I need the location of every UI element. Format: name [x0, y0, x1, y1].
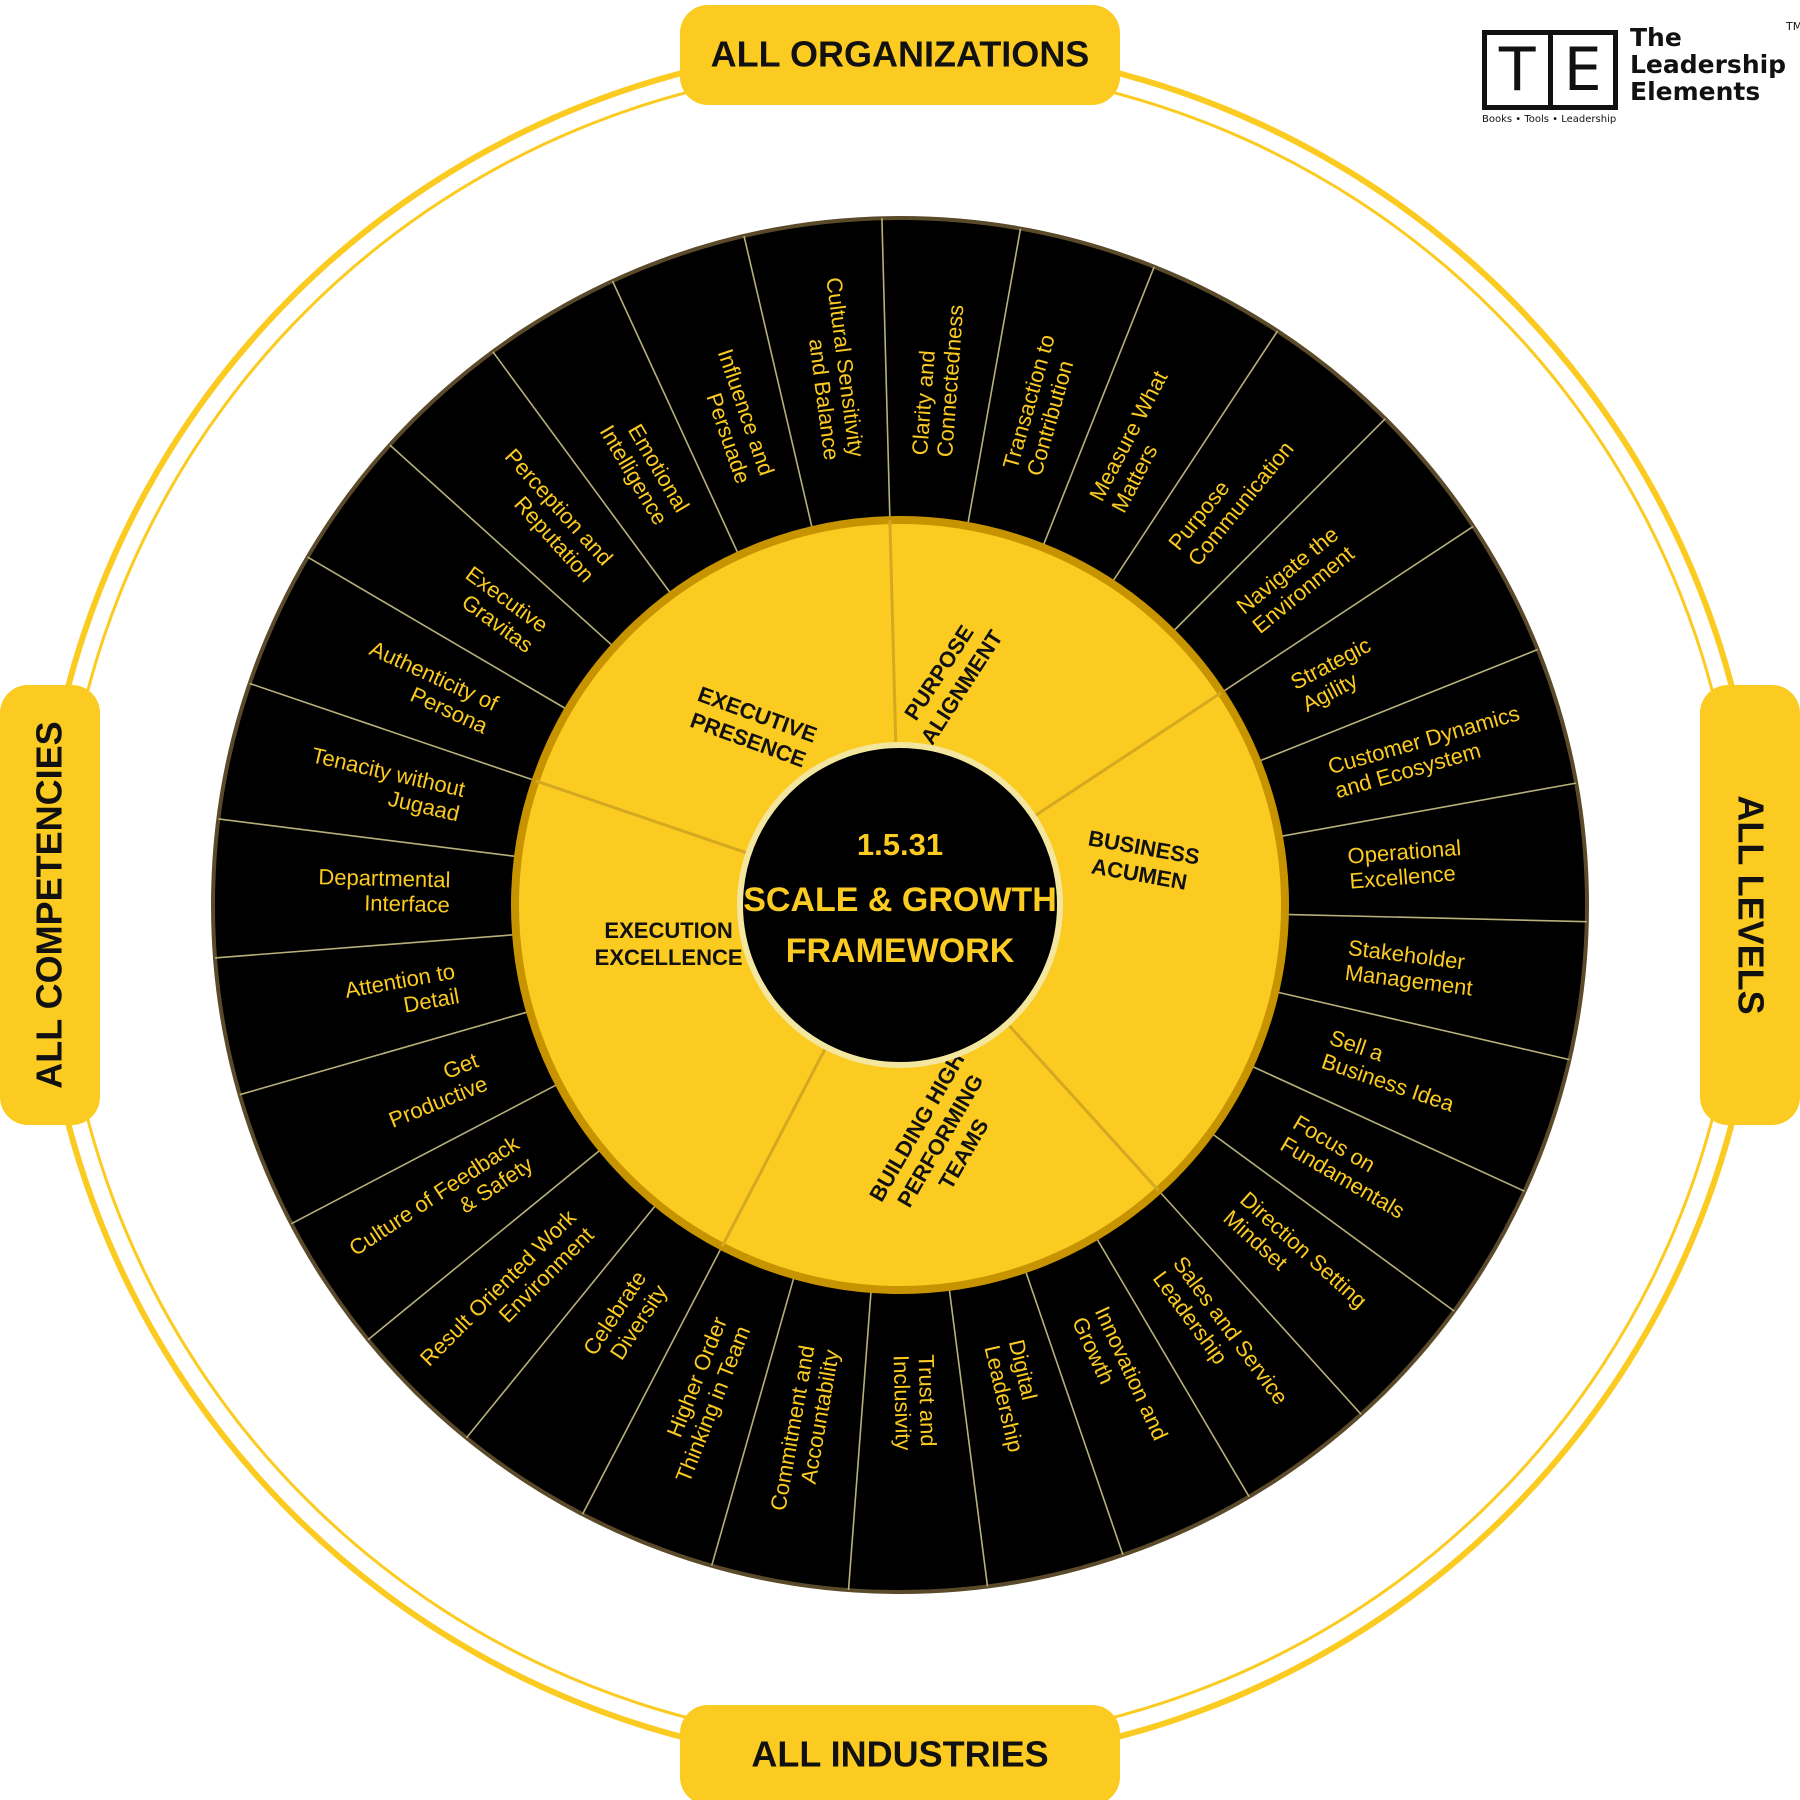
- competency-divider: [710, 1275, 796, 1566]
- category-divider: [1032, 691, 1223, 819]
- competency-divider: [1157, 1189, 1362, 1415]
- competency-divider: [307, 556, 569, 711]
- competency-divider: [1171, 418, 1386, 634]
- svg-text:Inclusivity: Inclusivity: [889, 1355, 917, 1451]
- competency-divider: [1257, 648, 1538, 763]
- brand-name-line: Elements: [1630, 77, 1761, 106]
- scope-badge-right: ALL LEVELS: [1700, 685, 1800, 1125]
- brand-tagline: Books • Tools • Leadership: [1482, 114, 1617, 125]
- category-divider: [720, 1046, 828, 1248]
- competency-divider: [239, 1010, 531, 1096]
- brand-letter-e: E: [1563, 35, 1602, 105]
- brand-logo-mark: T E: [1482, 30, 1618, 110]
- brand-name-line: The: [1630, 23, 1682, 52]
- svg-text:ALL INDUSTRIES: ALL INDUSTRIES: [751, 1734, 1048, 1775]
- svg-text:Interface: Interface: [364, 890, 450, 917]
- competency-divider: [611, 280, 740, 556]
- competency-divider: [581, 1246, 723, 1515]
- competency-divider: [1278, 782, 1577, 838]
- competency-divider: [291, 1082, 560, 1225]
- competency-divider: [1041, 266, 1155, 548]
- svg-text:EXCELLENCE: EXCELLENCE: [595, 945, 743, 970]
- competency-divider: [465, 1203, 658, 1439]
- competency-divider: [847, 1288, 872, 1591]
- competency-divider: [1094, 1236, 1250, 1498]
- competency-divider: [881, 218, 891, 521]
- category-divider: [1006, 1022, 1160, 1192]
- competency-divider: [1274, 990, 1570, 1061]
- svg-text:Trust and: Trust and: [914, 1354, 941, 1447]
- framework-title-line: FRAMEWORK: [786, 932, 1015, 970]
- competency-divider: [1220, 525, 1474, 694]
- competency-divider: [1284, 913, 1587, 923]
- category-divider: [888, 520, 898, 746]
- competency-divider: [1249, 1064, 1525, 1192]
- brand-name-line: Leadership: [1630, 50, 1787, 79]
- competency-divider: [249, 682, 536, 782]
- competency-divider: [743, 235, 814, 531]
- framework-title-line: SCALE & GROWTH: [743, 881, 1057, 919]
- competency-divider: [367, 1147, 603, 1341]
- competency-divider: [218, 818, 519, 858]
- competency-divider: [948, 1286, 989, 1587]
- svg-text:ALL ORGANIZATIONS: ALL ORGANIZATIONS: [711, 34, 1090, 75]
- scope-badge-left: ALL COMPETENCIES: [0, 685, 100, 1125]
- svg-text:Departmental: Departmental: [318, 864, 451, 892]
- competency-divider: [214, 933, 517, 959]
- svg-text:ALL LEVELS: ALL LEVELS: [1730, 795, 1771, 1014]
- brand-letter-t: T: [1498, 35, 1536, 105]
- scope-badge-bottom: ALL INDUSTRIES: [680, 1705, 1120, 1800]
- svg-text:EXECUTION: EXECUTION: [604, 918, 732, 943]
- framework-title-line: 1.5.31: [857, 827, 943, 862]
- competency-divider: [1210, 1131, 1455, 1312]
- competency-divider: [966, 228, 1022, 527]
- brand-name: The Leadership Elements: [1630, 24, 1790, 105]
- competency-divider: [389, 444, 615, 648]
- competency-divider: [1110, 330, 1279, 584]
- competency-divider: [492, 351, 673, 596]
- category-divider: [535, 779, 749, 855]
- brand-trademark: TM: [1786, 20, 1800, 33]
- competency-divider: [1024, 1268, 1124, 1556]
- brand-logo: T E The Leadership Elements TM Books • T…: [1482, 20, 1800, 126]
- scope-badge-top: ALL ORGANIZATIONS: [680, 5, 1120, 105]
- svg-text:ALL COMPETENCIES: ALL COMPETENCIES: [29, 721, 70, 1088]
- center-hub: [737, 742, 1063, 1068]
